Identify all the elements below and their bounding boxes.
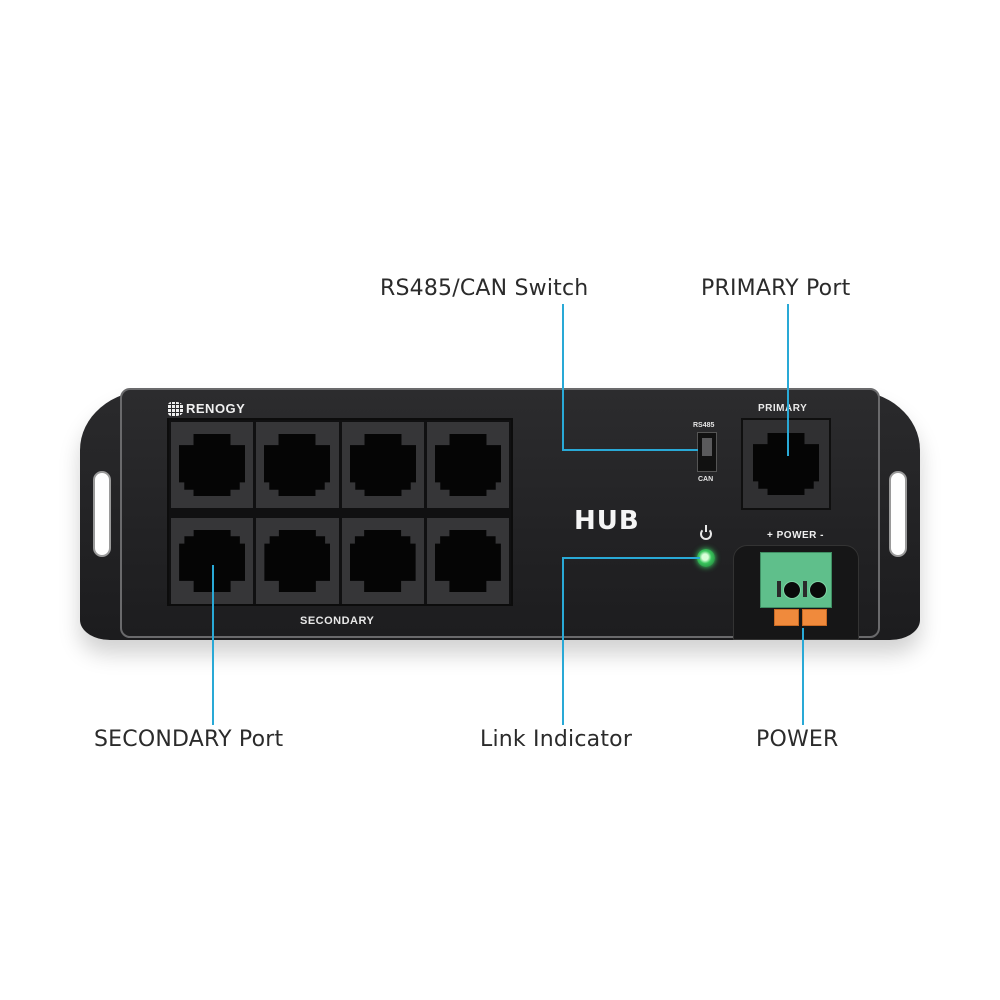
secondary-port-8[interactable] — [426, 518, 509, 604]
terminal-latch-positive[interactable] — [774, 609, 799, 626]
rj45-socket-icon — [350, 434, 416, 496]
callout-line-secondary — [212, 565, 214, 725]
terminal-slot — [803, 581, 807, 597]
rj45-socket-icon — [434, 530, 501, 592]
callout-line-switch-vertical — [562, 304, 564, 450]
mounting-slot-right — [889, 471, 907, 557]
rj45-socket-icon — [349, 530, 416, 592]
mounting-slot-left — [93, 471, 111, 557]
secondary-port-2[interactable] — [256, 422, 339, 508]
terminal-hole-positive — [783, 581, 801, 599]
power-icon — [700, 525, 712, 540]
callout-power: POWER — [756, 727, 839, 752]
secondary-port-7[interactable] — [341, 518, 424, 604]
callout-secondary-port: SECONDARY Port — [94, 727, 284, 752]
callout-line-link-horizontal — [562, 557, 700, 559]
secondary-port-3[interactable] — [341, 422, 424, 508]
rj45-socket-icon — [264, 434, 330, 496]
rj45-socket-icon — [179, 434, 245, 496]
device-name: HUB — [574, 506, 640, 536]
secondary-port-4[interactable] — [426, 422, 509, 508]
link-indicator-led — [697, 549, 715, 567]
power-label: + POWER - — [767, 530, 825, 541]
terminal-hole-negative — [809, 581, 827, 599]
secondary-port-1[interactable] — [171, 422, 254, 508]
primary-port[interactable] — [741, 418, 831, 510]
callout-primary-port: PRIMARY Port — [701, 276, 851, 301]
renogy-logo-icon — [168, 401, 184, 416]
rs485-can-switch[interactable] — [697, 432, 717, 472]
secondary-port-6[interactable] — [256, 518, 339, 604]
callout-line-switch-horizontal — [562, 449, 698, 451]
switch-label-rs485: RS485 — [693, 422, 715, 429]
brand-logo: RENOGY — [168, 401, 245, 416]
rj45-socket-icon — [753, 433, 819, 495]
terminal-slot — [777, 581, 781, 597]
switch-label-can: CAN — [698, 476, 714, 483]
secondary-port-grid — [167, 418, 513, 606]
callout-rs485-can-switch: RS485/CAN Switch — [380, 276, 589, 301]
secondary-label: SECONDARY — [300, 615, 375, 627]
primary-label: PRIMARY — [758, 403, 808, 414]
callout-line-primary — [787, 304, 789, 456]
callout-line-power — [802, 628, 804, 725]
callout-line-link-vertical — [562, 557, 564, 725]
rj45-socket-icon — [435, 434, 501, 496]
brand-name: RENOGY — [186, 401, 246, 416]
rj45-socket-icon — [264, 530, 331, 592]
terminal-latch-negative[interactable] — [802, 609, 827, 626]
callout-link-indicator: Link Indicator — [480, 727, 633, 752]
switch-knob[interactable] — [702, 438, 712, 456]
power-terminal-block[interactable] — [760, 552, 832, 608]
